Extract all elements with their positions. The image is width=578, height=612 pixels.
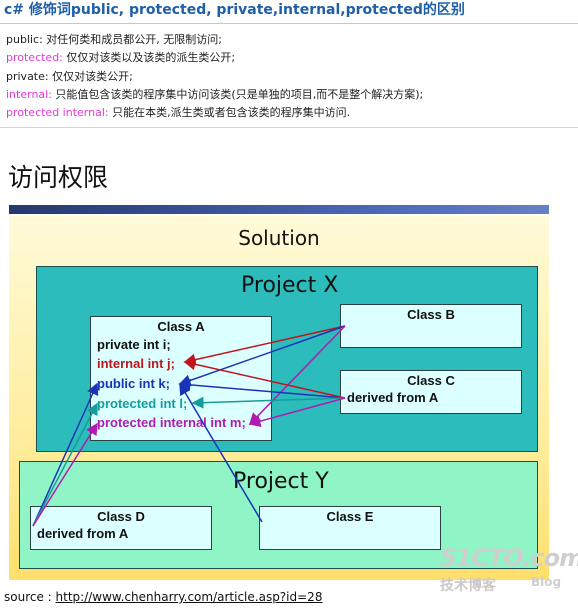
arrow-d-to-m bbox=[32, 422, 98, 527]
arrow-d-to-k bbox=[32, 382, 99, 527]
watermark-blog: Blog bbox=[531, 575, 562, 589]
definition-text: 仅仅对该类以及该类的派生类公开; bbox=[62, 51, 236, 65]
member-protected-internal-m: protected internal int m; bbox=[97, 415, 246, 430]
definition-protected: protected: 仅仅对该类以及该类的派生类公开; bbox=[6, 49, 574, 67]
member-internal-j: internal int j; bbox=[97, 356, 175, 371]
source-line: source : http://www.chenharry.com/articl… bbox=[4, 590, 322, 604]
definition-internal: internal: 只能值包含该类的程序集中访问该类(只是单独的项目,而不是整个… bbox=[6, 86, 574, 104]
definition-text: 只能值包含该类的程序集中访问该类(只是单独的项目,而不是整个解决方案); bbox=[51, 87, 424, 101]
arrow-c-to-j bbox=[183, 358, 346, 399]
definition-protected-internal: protected internal: 只能在本类,派生类或者包含该类的程序集中… bbox=[6, 104, 574, 122]
arrow-c-to-k bbox=[178, 378, 346, 399]
solution-label: Solution bbox=[238, 226, 320, 250]
definition-keyword: protected internal: bbox=[6, 106, 109, 120]
definition-private: private: 仅仅对该类公开; bbox=[6, 68, 574, 86]
definition-public: public: 对任何类和成员都公开, 无限制访问; bbox=[6, 31, 574, 49]
definition-keyword: protected: bbox=[6, 51, 63, 65]
definition-text: 对任何类和成员都公开, 无限制访问; bbox=[42, 33, 223, 46]
class-d-derived-label: derived from A bbox=[37, 526, 129, 541]
arrow-c-to-l bbox=[191, 396, 346, 409]
member-private-i: private int i; bbox=[97, 337, 171, 352]
class-b-name: Class B bbox=[407, 307, 455, 322]
project-x-label: Project X bbox=[241, 273, 339, 298]
watermark-sub: 技术博客 bbox=[440, 578, 496, 594]
arrow-d-to-l bbox=[32, 402, 98, 527]
class-e-box: Class E bbox=[259, 506, 441, 550]
arrow-b-to-m bbox=[248, 325, 346, 426]
project-y-label: Project Y bbox=[233, 469, 329, 494]
class-a-name: Class A bbox=[157, 319, 205, 334]
definition-text: 仅仅对该类公开; bbox=[48, 69, 133, 83]
member-protected-l: protected int l; bbox=[97, 396, 188, 411]
class-e-name: Class E bbox=[326, 509, 374, 524]
definition-keyword: public: bbox=[6, 33, 43, 46]
class-c-name: Class C bbox=[407, 373, 455, 388]
title-underline bbox=[0, 23, 578, 24]
arrow-b-to-j bbox=[183, 325, 346, 366]
class-d-name: Class D bbox=[97, 509, 145, 524]
class-d-box: Class D derived from A bbox=[30, 506, 212, 550]
page-title: c# 修饰词public, protected, private,interna… bbox=[4, 2, 465, 18]
member-public-k: public int k; bbox=[97, 376, 170, 391]
source-label: source : bbox=[4, 590, 56, 604]
arrow-c-to-m bbox=[248, 397, 346, 428]
class-b-box: Class B bbox=[340, 304, 522, 348]
slide-header-bar bbox=[9, 205, 549, 214]
class-c-box: Class C derived from A bbox=[340, 370, 522, 414]
watermark-site: 51CTO.com bbox=[440, 544, 578, 572]
arrow-e-to-k bbox=[179, 382, 263, 523]
class-c-derived-label: derived from A bbox=[347, 390, 439, 405]
definitions-list: public: 对任何类和成员都公开, 无限制访问; protected: 仅仅… bbox=[6, 31, 574, 122]
source-link[interactable]: http://www.chenharry.com/article.asp?id=… bbox=[55, 590, 323, 604]
arrow-b-to-k bbox=[178, 325, 346, 387]
definition-keyword: private: bbox=[6, 69, 49, 83]
definition-keyword: internal: bbox=[6, 87, 52, 101]
slide-heading: 访问权限 bbox=[8, 163, 109, 192]
section-divider bbox=[0, 127, 578, 128]
definition-text: 只能在本类,派生类或者包含该类的程序集中访问. bbox=[108, 106, 351, 120]
